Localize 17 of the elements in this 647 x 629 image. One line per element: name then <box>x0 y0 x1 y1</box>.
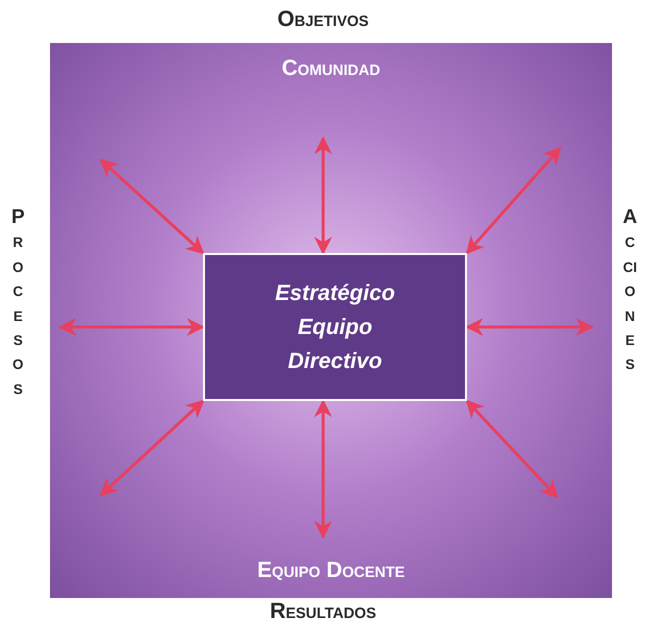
community-label: Comunidad <box>282 55 380 81</box>
double-arrow <box>100 400 204 496</box>
double-arrow <box>58 318 205 336</box>
top-heading: Objetivos <box>277 6 369 32</box>
double-arrow <box>466 146 562 254</box>
double-arrow <box>465 318 594 336</box>
center-box <box>203 253 467 401</box>
bottom-heading: Resultados <box>270 598 376 624</box>
double-arrow <box>100 158 204 254</box>
vertical-heading: Acciones <box>622 205 638 376</box>
double-arrow <box>314 136 332 255</box>
gradient-square-panel <box>50 43 612 598</box>
vertical-heading: Procesos <box>10 205 26 400</box>
double-arrow <box>466 400 558 498</box>
teaching-team-label: Equipo Docente <box>257 557 405 583</box>
double-arrow <box>314 399 332 539</box>
center-text: Estratégico Equipo Directivo <box>274 278 396 376</box>
